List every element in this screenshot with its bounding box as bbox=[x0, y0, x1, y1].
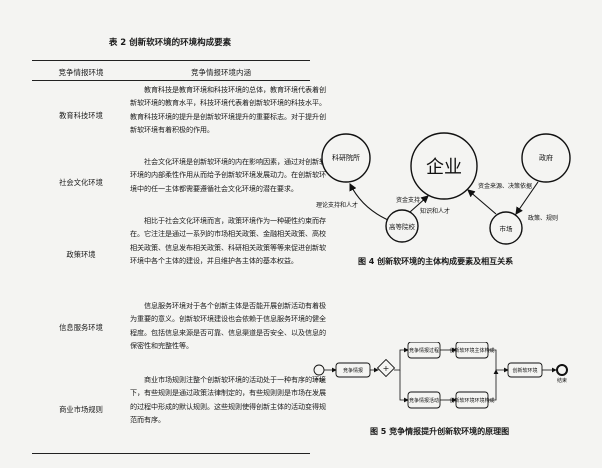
row-desc: 社会文化环境是创新软环境的内在影响因素，通过对创新软环境的内部柔性作用从而给予创… bbox=[130, 157, 326, 193]
table-top-rule bbox=[32, 60, 310, 62]
task-soft-label: 创新软环境 bbox=[512, 367, 537, 374]
task-soft bbox=[507, 362, 543, 378]
edge-label-theory: 理论支持和人才 bbox=[316, 201, 358, 209]
task-env-label: 创新软环境环境构成 bbox=[449, 397, 494, 404]
table-header-rule bbox=[32, 80, 310, 81]
edge-label-policy: 政策、规则 bbox=[528, 214, 558, 222]
figure4-caption: 图 4 创新软环境的主体构成要素及相互关系 bbox=[358, 257, 514, 266]
task-subject bbox=[455, 342, 489, 359]
header-col-env: 竞争情报环境 bbox=[58, 68, 104, 77]
row-env: 信息服务环境 bbox=[59, 323, 103, 332]
node-enterprise bbox=[410, 132, 478, 200]
row-env: 教育科技环境 bbox=[59, 111, 103, 120]
task-subject-label: 创新软环境主体构成 bbox=[449, 347, 494, 354]
task-intel bbox=[335, 362, 371, 378]
figure5-caption: 图 5 竞争情报提升创新软环境的原理图 bbox=[370, 427, 510, 436]
task-process2-label: 竞争情报活动 bbox=[409, 397, 439, 404]
row-desc: 教育科技是教育环境和科技环境的总体，教育环境代表着创新软环境的教育水平，科技环境… bbox=[130, 85, 326, 135]
node-market-label: 市场 bbox=[500, 224, 514, 233]
table-header: 竞争情报环境 竞争情报环境内涵 bbox=[32, 67, 310, 81]
task-env bbox=[455, 391, 489, 409]
figure4-diagram: 科研院所 企业 政府 高等院校 市场 理论支持和人才 资金支持 知识和人才 资金… bbox=[316, 132, 571, 245]
edge-label-funds: 资金支持 bbox=[396, 196, 420, 204]
end-event bbox=[556, 364, 568, 376]
start-label: 开始 bbox=[314, 377, 324, 384]
edge-government-market bbox=[515, 181, 539, 215]
task-process1 bbox=[407, 342, 441, 359]
row-env: 政策环境 bbox=[66, 250, 96, 259]
row-env: 商业市场规则 bbox=[59, 405, 103, 414]
row-env: 社会文化环境 bbox=[59, 178, 103, 187]
row-desc: 商业市场规则注整个创新软环境的活动处于一种有序的环境下，有些规则是通过政策法律制… bbox=[130, 375, 326, 425]
task-process1-label: 竞争情报过程 bbox=[409, 347, 439, 354]
node-enterprise-label: 企业 bbox=[426, 157, 462, 178]
edge-university-enterprise bbox=[409, 195, 429, 213]
node-government-label: 政府 bbox=[539, 153, 553, 162]
node-research bbox=[321, 133, 371, 183]
edge-label-finance: 资金来源、决策依据 bbox=[478, 182, 532, 190]
node-university-label: 高等院校 bbox=[389, 222, 416, 231]
header-col-desc: 竞争情报环境内涵 bbox=[191, 68, 251, 77]
edge-market-enterprise bbox=[467, 189, 497, 215]
node-research-label: 科研院所 bbox=[332, 153, 360, 162]
table-bottom-rule bbox=[32, 453, 310, 455]
edge-label-knowledge: 知识和人才 bbox=[420, 207, 450, 215]
row-desc: 相比于社会文化环境而言，政策环境作为一种硬性约束而存在。它注注是通过一系列的市场… bbox=[130, 216, 326, 266]
end-label: 结束 bbox=[557, 377, 567, 384]
task-process2 bbox=[407, 391, 441, 409]
node-government bbox=[521, 133, 571, 183]
start-event bbox=[313, 364, 325, 376]
edge-university-research bbox=[349, 183, 389, 221]
table-title: 表 2 创新软环境的环境构成要素 bbox=[108, 38, 232, 48]
plus-icon: + bbox=[383, 364, 390, 373]
node-university bbox=[385, 209, 419, 243]
row-desc: 信息服务环境对于各个创新主体是否能开展创新活动有着极为重要的意义。创新软环境建设… bbox=[130, 301, 326, 351]
figure5-diagram: + 开始 竞争情报 竞争情报过程 竞争情报活动 创新软环境主体构成 创新软环境环… bbox=[313, 342, 568, 409]
gateway bbox=[376, 358, 396, 378]
node-market bbox=[489, 211, 523, 245]
task-intel-label: 竞争情报 bbox=[343, 367, 363, 374]
